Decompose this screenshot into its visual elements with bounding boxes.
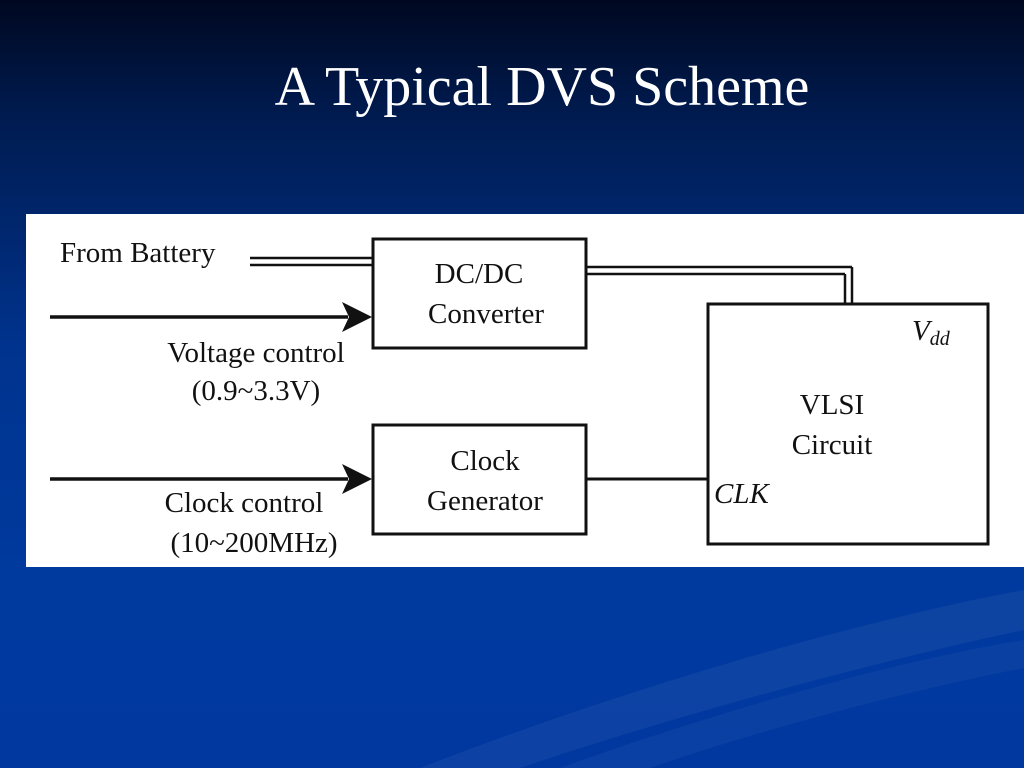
voltage-control-arrow <box>50 302 372 332</box>
battery-label: From Battery <box>60 237 216 269</box>
clock-generator-box <box>371 423 588 536</box>
vdd-port-main: V <box>912 315 933 347</box>
vdd-port-label: Vdd <box>912 315 951 350</box>
dcdc-label-line2: Converter <box>428 298 544 330</box>
dcdc-converter-box <box>371 237 588 350</box>
dcdc-label-line1: DC/DC <box>435 258 524 290</box>
clock-control-label: Clock control <box>165 487 324 519</box>
slide-title: A Typical DVS Scheme <box>274 56 810 118</box>
vdd-port-subscript: dd <box>930 328 951 350</box>
vlsi-label-line1: VLSI <box>800 389 864 421</box>
clock-control-arrow <box>50 464 372 494</box>
clock-gen-label-line2: Generator <box>427 485 543 517</box>
clock-gen-label-line1: Clock <box>450 445 520 477</box>
vdd-supply-line <box>587 265 854 304</box>
clk-port-label: CLK <box>714 478 770 510</box>
vlsi-label-line2: Circuit <box>792 429 873 461</box>
battery-line <box>250 256 374 267</box>
clock-range-label: (10~200MHz) <box>170 527 337 559</box>
vlsi-circuit-box <box>706 302 990 546</box>
dvs-diagram: From Battery DC/DC Converter Voltage con… <box>26 214 1024 567</box>
voltage-range-label: (0.9~3.3V) <box>192 375 320 407</box>
voltage-control-label: Voltage control <box>167 337 344 369</box>
